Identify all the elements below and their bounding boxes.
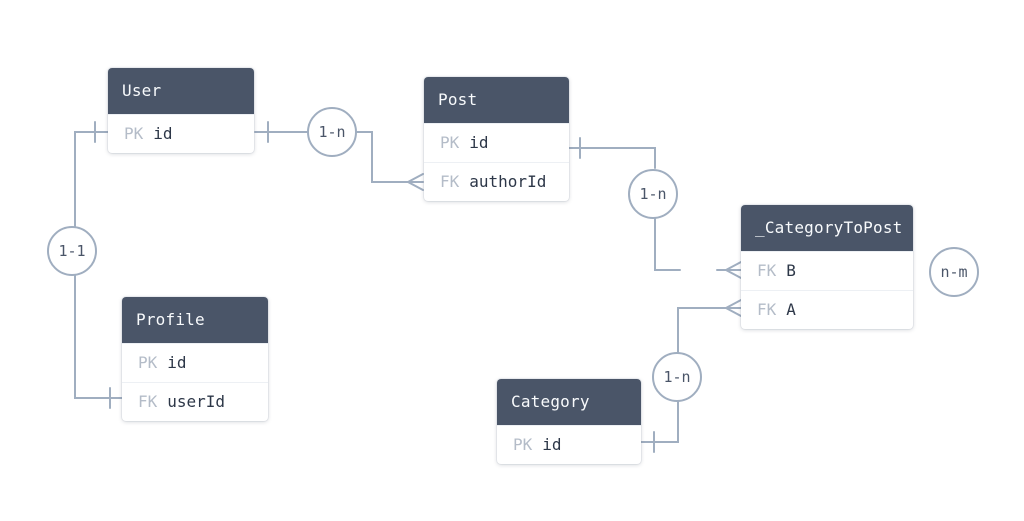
field-name: id: [153, 124, 173, 143]
entity-category-title: Category: [497, 379, 641, 425]
entity-category-row-id: PK id: [497, 425, 641, 464]
entity-user[interactable]: User PK id: [108, 68, 254, 153]
relation-badge-post-categorytopost: 1-n: [628, 169, 678, 219]
entity-post-title: Post: [424, 77, 569, 123]
entity-category-to-post[interactable]: _CategoryToPost FK B FK A: [741, 205, 913, 329]
field-name: A: [786, 300, 796, 319]
line-user-post: [254, 131, 424, 183]
pk-label: PK: [513, 435, 533, 454]
fk-label: FK: [757, 261, 777, 280]
line-post-categorytopost: [568, 147, 742, 271]
entity-post[interactable]: Post PK id FK authorId: [424, 77, 569, 201]
field-name: id: [167, 353, 187, 372]
relation-badge-category-post: n-m: [929, 247, 979, 297]
entity-category-to-post-row-b: FK B: [741, 251, 913, 290]
entity-user-row-id: PK id: [108, 114, 254, 153]
fk-label: FK: [138, 392, 158, 411]
fk-label: FK: [440, 172, 460, 191]
relation-badge-user-profile: 1-1: [47, 226, 97, 276]
entity-category-to-post-title: _CategoryToPost: [741, 205, 913, 251]
entity-post-row-authorid: FK authorId: [424, 162, 569, 201]
field-name: B: [786, 261, 796, 280]
entity-profile-title: Profile: [122, 297, 268, 343]
many-marker-post-authorid: [407, 173, 424, 191]
many-marker-a: [725, 299, 742, 317]
pk-label: PK: [124, 124, 144, 143]
entity-category-to-post-row-a: FK A: [741, 290, 913, 329]
relation-badge-category-categorytopost: 1-n: [652, 352, 702, 402]
fk-label: FK: [757, 300, 777, 319]
relation-badge-user-post: 1-n: [307, 107, 357, 157]
pk-label: PK: [440, 133, 460, 152]
field-name: authorId: [469, 172, 547, 191]
entity-category[interactable]: Category PK id: [497, 379, 641, 464]
pk-label: PK: [138, 353, 158, 372]
field-name: userId: [167, 392, 226, 411]
field-name: id: [542, 435, 562, 454]
entity-profile-row-userid: FK userId: [122, 382, 268, 421]
entity-user-title: User: [108, 68, 254, 114]
entity-profile[interactable]: Profile PK id FK userId: [122, 297, 268, 421]
line-user-profile: [74, 131, 123, 399]
field-name: id: [469, 133, 489, 152]
many-marker-b: [725, 261, 742, 279]
entity-post-row-id: PK id: [424, 123, 569, 162]
entity-profile-row-id: PK id: [122, 343, 268, 382]
